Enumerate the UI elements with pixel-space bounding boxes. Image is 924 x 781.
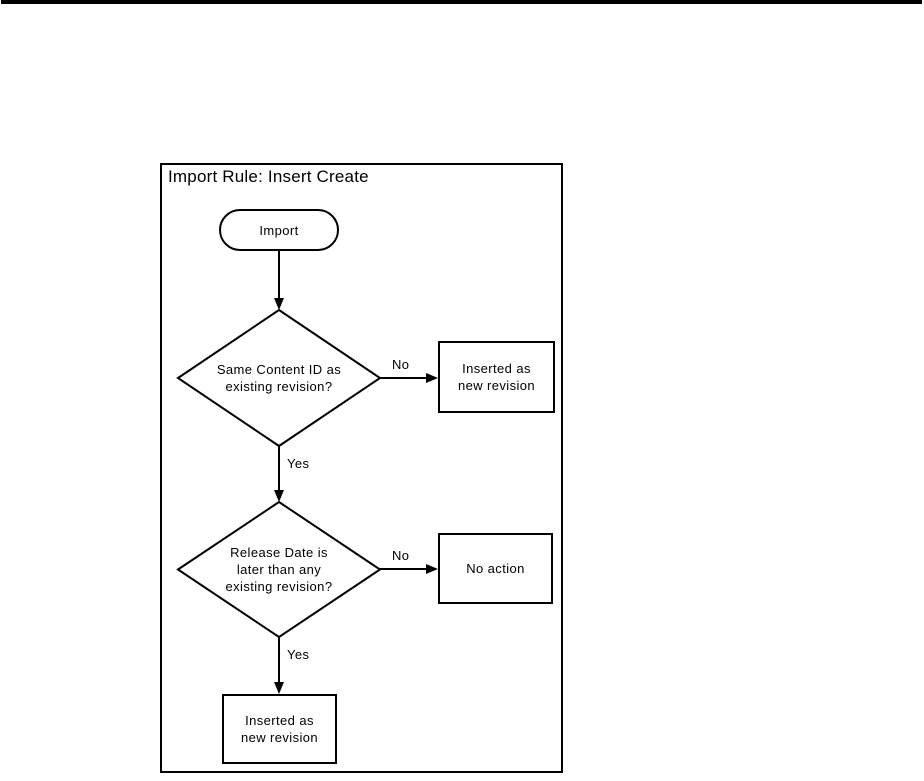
decision1-label-line1: Same Content ID as	[216, 362, 342, 377]
result1-line1: Inserted as	[462, 361, 531, 376]
start-node-label: Import	[259, 222, 299, 238]
result-box-inserted-new-revision-bottom: Inserted as new revision	[222, 694, 337, 764]
result-box-no-action: No action	[438, 533, 553, 604]
result3-line1: Inserted as	[245, 713, 314, 728]
result3-line2: new revision	[240, 730, 319, 745]
decision2-label-line2: later than any	[236, 562, 322, 577]
decision2-label-line1: Release Date is	[230, 545, 328, 560]
arrow-decision1-no-head	[426, 373, 438, 383]
flowchart-outer-frame	[160, 163, 563, 773]
decision2-label: Release Date is later than any existing …	[188, 504, 370, 635]
diagram-title: Import Rule: Insert Create	[168, 167, 369, 186]
arrow-start-to-decision1-head	[274, 298, 284, 310]
result2-line1: No action	[466, 561, 525, 576]
edge-label-yes-decision1: Yes	[287, 456, 310, 471]
top-horizontal-rule	[1, 0, 922, 4]
arrow-decision2-yes-head	[274, 682, 284, 694]
edge-label-no-decision2: No	[392, 548, 410, 563]
edge-label-no-decision1: No	[392, 357, 410, 372]
edge-label-yes-decision2: Yes	[287, 647, 310, 662]
result1-line2: new revision	[457, 378, 536, 393]
decision1-label-line2: existing revision?	[225, 379, 333, 394]
decision1-label: Same Content ID as existing revision?	[188, 312, 370, 444]
arrow-decision1-yes-head	[274, 490, 284, 502]
arrow-decision2-no-head	[426, 564, 438, 574]
decision2-label-line3: existing revision?	[225, 579, 333, 594]
start-node-import: Import	[219, 209, 339, 251]
result-box-inserted-new-revision-top: Inserted as new revision	[438, 341, 555, 413]
